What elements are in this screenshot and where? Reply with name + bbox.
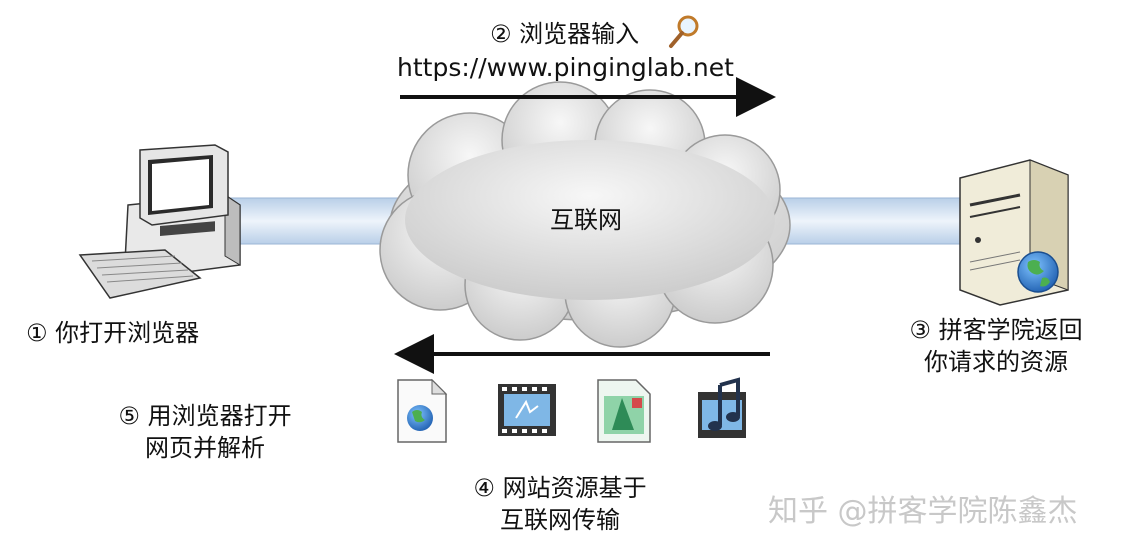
step3-server-return-label: ③ 拼客学院返回 你请求的资源 bbox=[896, 314, 1096, 378]
cloud-label: 互联网 bbox=[550, 206, 622, 234]
step3-line2: 你请求的资源 bbox=[924, 348, 1068, 376]
step4-line2: 互联网传输 bbox=[500, 506, 620, 534]
computer-icon bbox=[78, 144, 241, 299]
step4-line1: ④ 网站资源基于 bbox=[473, 474, 647, 502]
link-band-left bbox=[229, 197, 401, 245]
html-document-icon bbox=[397, 378, 448, 443]
step5-line2: 网页并解析 bbox=[145, 434, 265, 462]
step4-transfer-label: ④ 网站资源基于 互联网传输 bbox=[460, 472, 660, 536]
magnifier-icon bbox=[669, 15, 699, 48]
globe-icon bbox=[1017, 251, 1059, 293]
watermark: 知乎 @拼客学院陈鑫杰 bbox=[768, 494, 1078, 529]
internet-cloud-icon bbox=[379, 81, 791, 348]
step1-open-browser-label: ① 你打开浏览器 bbox=[26, 319, 200, 347]
image-file-icon bbox=[597, 379, 651, 443]
video-film-icon bbox=[498, 384, 556, 436]
step2-browser-input-label: ② 浏览器输入 bbox=[490, 20, 640, 48]
step5-render-label: ⑤ 用浏览器打开 网页并解析 bbox=[105, 400, 305, 464]
step5-line1: ⑤ 用浏览器打开 bbox=[118, 402, 292, 430]
audio-file-icon bbox=[698, 377, 746, 438]
step3-line1: ③ 拼客学院返回 bbox=[909, 316, 1083, 344]
url-text: https://www.pinginglab.net bbox=[397, 53, 734, 82]
link-band-right bbox=[774, 197, 961, 245]
